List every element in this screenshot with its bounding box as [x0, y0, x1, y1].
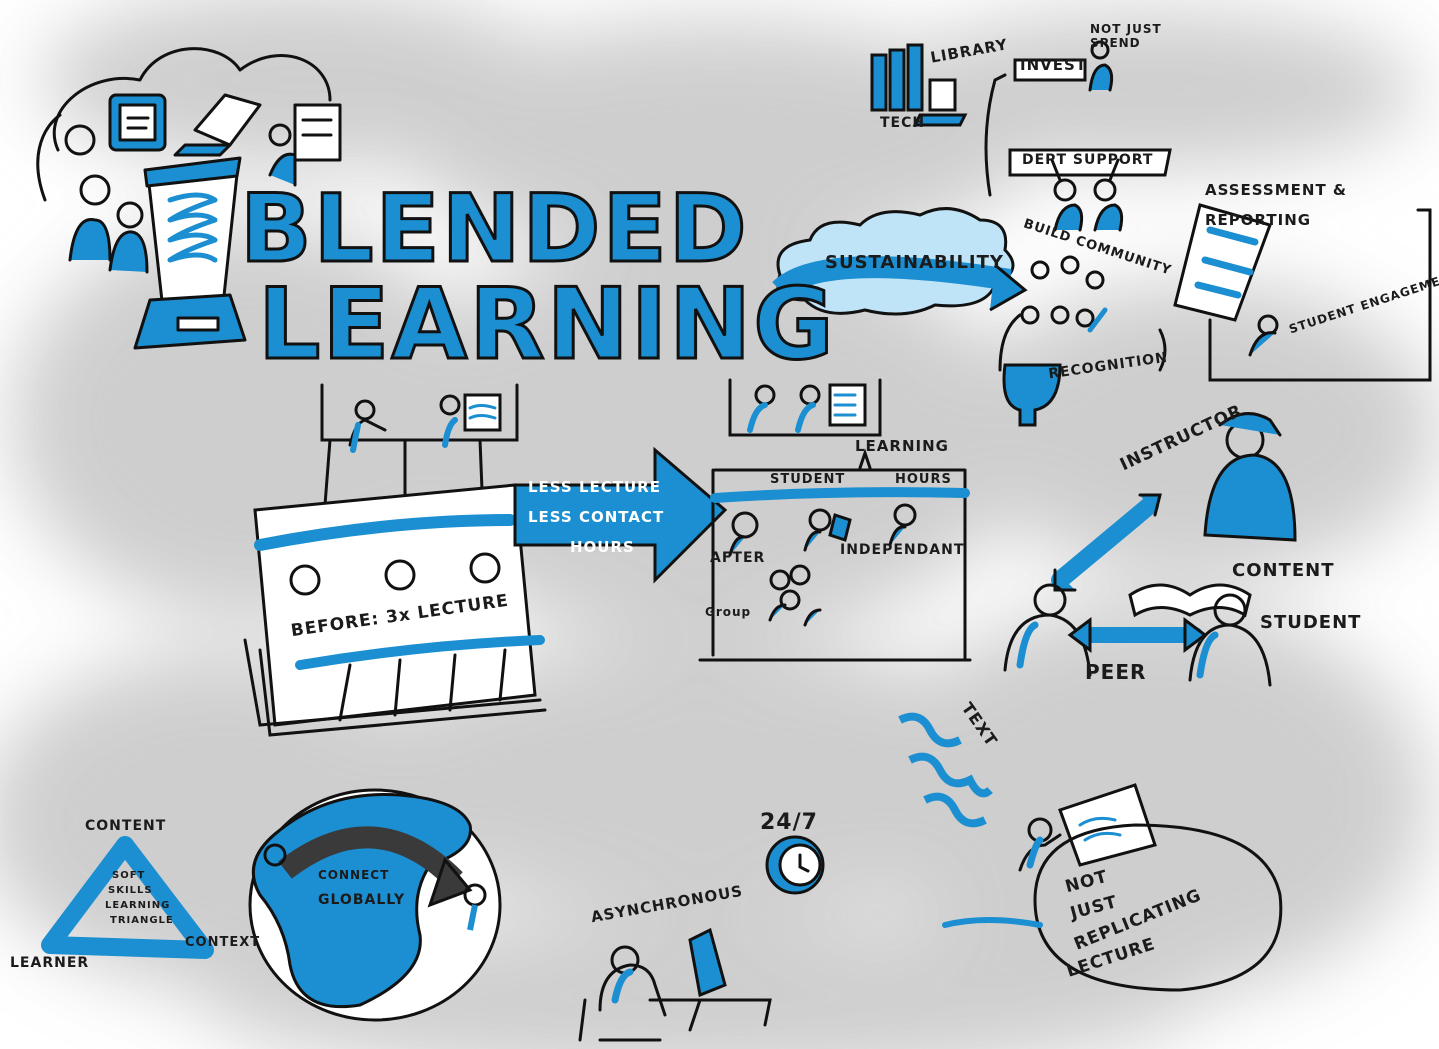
connect-label: CONNECT: [318, 868, 390, 882]
triangle-context-label: CONTEXT: [185, 935, 261, 950]
less-contact-text: LESS CONTACT: [528, 508, 665, 526]
peer-label: PEER: [1085, 660, 1147, 684]
globally-label: GLOBALLY: [318, 892, 406, 908]
student-interaction-label: STUDENT: [1260, 612, 1362, 633]
learning-label: LEARNING: [855, 437, 949, 455]
triangle-inner-3: LEARNING: [105, 900, 171, 911]
clock-label: 24/7: [760, 810, 818, 835]
dept-support-label: DEPT SUPPORT: [1022, 152, 1154, 168]
hours-label: HOURS: [895, 472, 952, 487]
not-replicating-sketch: [942, 783, 1283, 992]
independent-label: INDEPENDANT: [840, 542, 965, 558]
interaction-sketch: [1003, 412, 1297, 687]
assessment-reporting-label: ASSESSMENT & REPORTING: [1205, 181, 1347, 229]
globe-sketch: [248, 788, 502, 1022]
title-blended: BLENDED: [239, 174, 749, 286]
text-squiggles: [898, 712, 993, 828]
sustainability-detail-sketch: [870, 40, 1432, 427]
hours-text: HOURS: [570, 538, 635, 556]
content-label: CONTENT: [1232, 560, 1335, 581]
not-just-spend-label: NOT JUST SPEND: [1090, 22, 1162, 50]
triangle-inner-4: TRIANGLE: [110, 915, 174, 926]
less-lecture-text: LESS LECTURE: [528, 478, 661, 496]
async-sketch: [578, 835, 825, 1042]
triangle-learner-label: LEARNER: [10, 955, 90, 971]
after-panel-sketch: [698, 378, 972, 662]
student-label: STUDENT: [770, 472, 846, 487]
blender-illustration: [36, 47, 342, 350]
invest-label: INVEST: [1020, 56, 1088, 74]
after-label: AFTER: [710, 550, 766, 566]
group-label: Group: [705, 605, 752, 619]
before-panel-sketch: [243, 383, 547, 737]
tech-label: TECH: [880, 115, 926, 131]
learning-triangle: [41, 836, 214, 959]
title-learning: LEARNING: [257, 267, 836, 384]
triangle-inner-2: SKILLS: [108, 885, 153, 896]
less-lecture-arrow: [513, 446, 728, 584]
sustainability-cloud: [772, 207, 1028, 316]
triangle-inner-1: SOFT: [112, 870, 146, 881]
sustainability-label: SUSTAINABILITY: [825, 252, 1004, 273]
triangle-content-label: CONTENT: [85, 818, 167, 834]
